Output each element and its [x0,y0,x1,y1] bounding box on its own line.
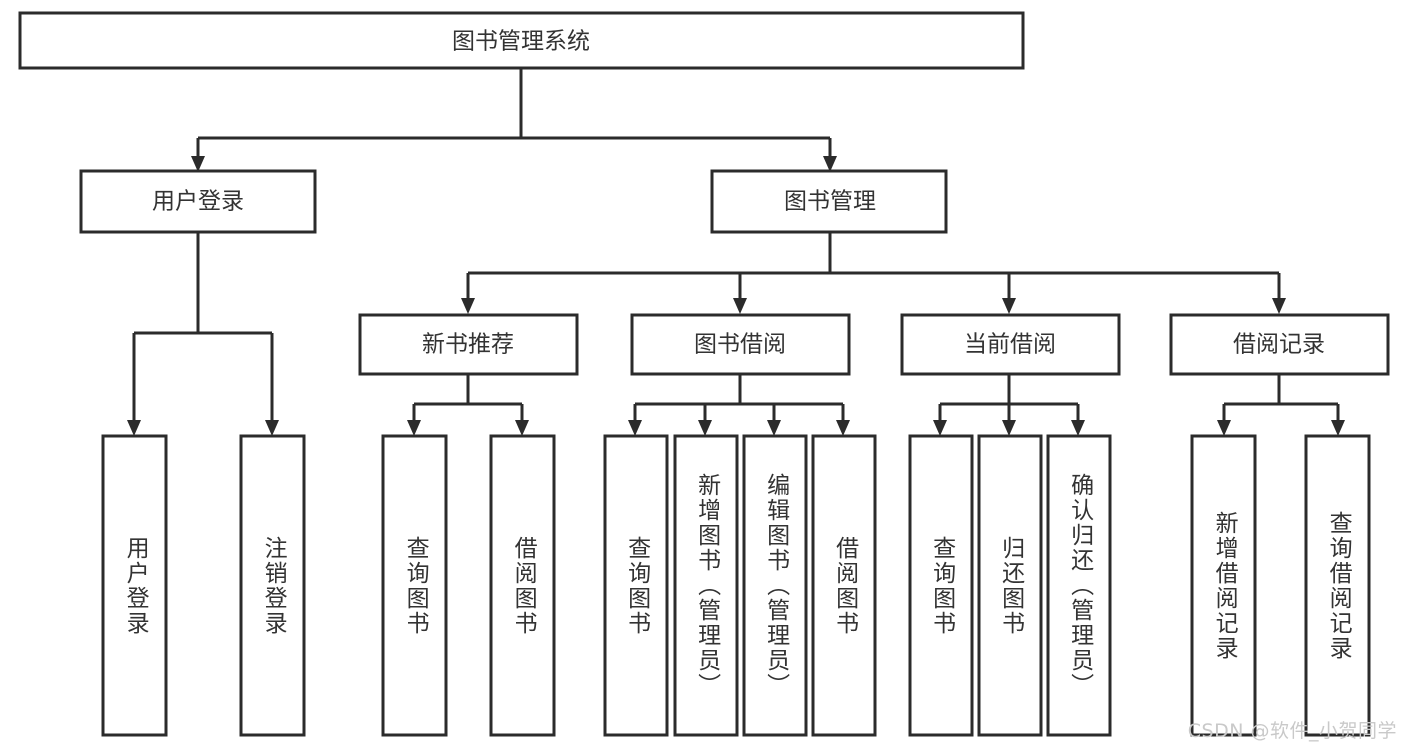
node-current-borrow[interactable]: 当前借阅 [900,313,1121,376]
node-leaf-return-book-label: 归还图书 [997,535,1024,636]
node-leaf-query-record[interactable] [1304,434,1371,737]
node-leaf-return-book[interactable] [977,434,1043,737]
connector-book-borrow-to-leaves [628,374,850,436]
node-borrow-record-label: 借阅记录 [1233,332,1325,358]
node-current-borrow-label: 当前借阅 [964,332,1056,358]
node-leaf-confirm-return[interactable] [1046,434,1112,737]
node-user-login-label: 用户登录 [152,189,244,215]
node-leaf-add-record-label: 新增借阅记录 [1211,510,1238,661]
node-leaf-borrow-book-1[interactable] [489,434,556,737]
node-root[interactable]: 图书管理系统 [18,11,1025,70]
node-user-login[interactable]: 用户登录 [79,169,317,234]
node-leaf-query-book-3-label: 查询图书 [928,535,955,636]
node-leaf-borrow-book-1-label: 借阅图书 [510,535,537,636]
node-leaf-user-login[interactable] [101,434,168,737]
node-leaf-query-book-3[interactable] [908,434,974,737]
node-root-label: 图书管理系统 [452,29,590,55]
node-leaf-query-book-1[interactable] [381,434,448,737]
node-book-management[interactable]: 图书管理 [710,169,948,234]
node-leaf-user-login-label: 用户登录 [122,535,149,636]
node-leaf-query-record-label: 查询借阅记录 [1325,510,1352,661]
node-new-book-recommend-label: 新书推荐 [422,332,514,358]
node-leaf-query-book-2-label: 查询图书 [623,535,650,636]
connector-user-login-to-leaves [127,232,279,436]
node-leaf-edit-book-label: 编辑图书（管理员） [762,473,789,698]
node-leaf-add-book-label: 新增图书（管理员） [693,473,720,698]
connector-borrow-record-to-leaves [1217,374,1345,436]
node-leaf-borrow-book-2-label: 借阅图书 [831,535,858,636]
node-leaf-confirm-return-label: 确认归还（管理员） [1066,473,1093,698]
connector-new-book-recommend-to-leaves [407,374,529,436]
connector-book-management-to-level3 [461,232,1286,314]
node-leaf-borrow-book-2[interactable] [811,434,877,737]
connector-root-to-level2 [191,68,837,172]
node-leaf-edit-book[interactable] [742,434,808,737]
csdn-watermark: CSDN @软件_小贺同学 [1187,720,1397,742]
connector-current-borrow-to-leaves [933,374,1085,436]
node-borrow-record[interactable]: 借阅记录 [1169,313,1390,376]
node-leaf-add-record[interactable] [1190,434,1257,737]
node-leaf-logout-login-label: 注销登录 [260,535,287,636]
node-leaf-query-book-1-label: 查询图书 [402,535,429,636]
node-book-borrow-label: 图书借阅 [694,332,786,358]
node-new-book-recommend[interactable]: 新书推荐 [358,313,579,376]
node-book-borrow[interactable]: 图书借阅 [630,313,851,376]
node-book-management-label: 图书管理 [784,189,876,215]
node-leaf-logout-login[interactable] [239,434,306,737]
node-leaf-add-book[interactable] [673,434,739,737]
node-leaf-query-book-2[interactable] [603,434,669,737]
